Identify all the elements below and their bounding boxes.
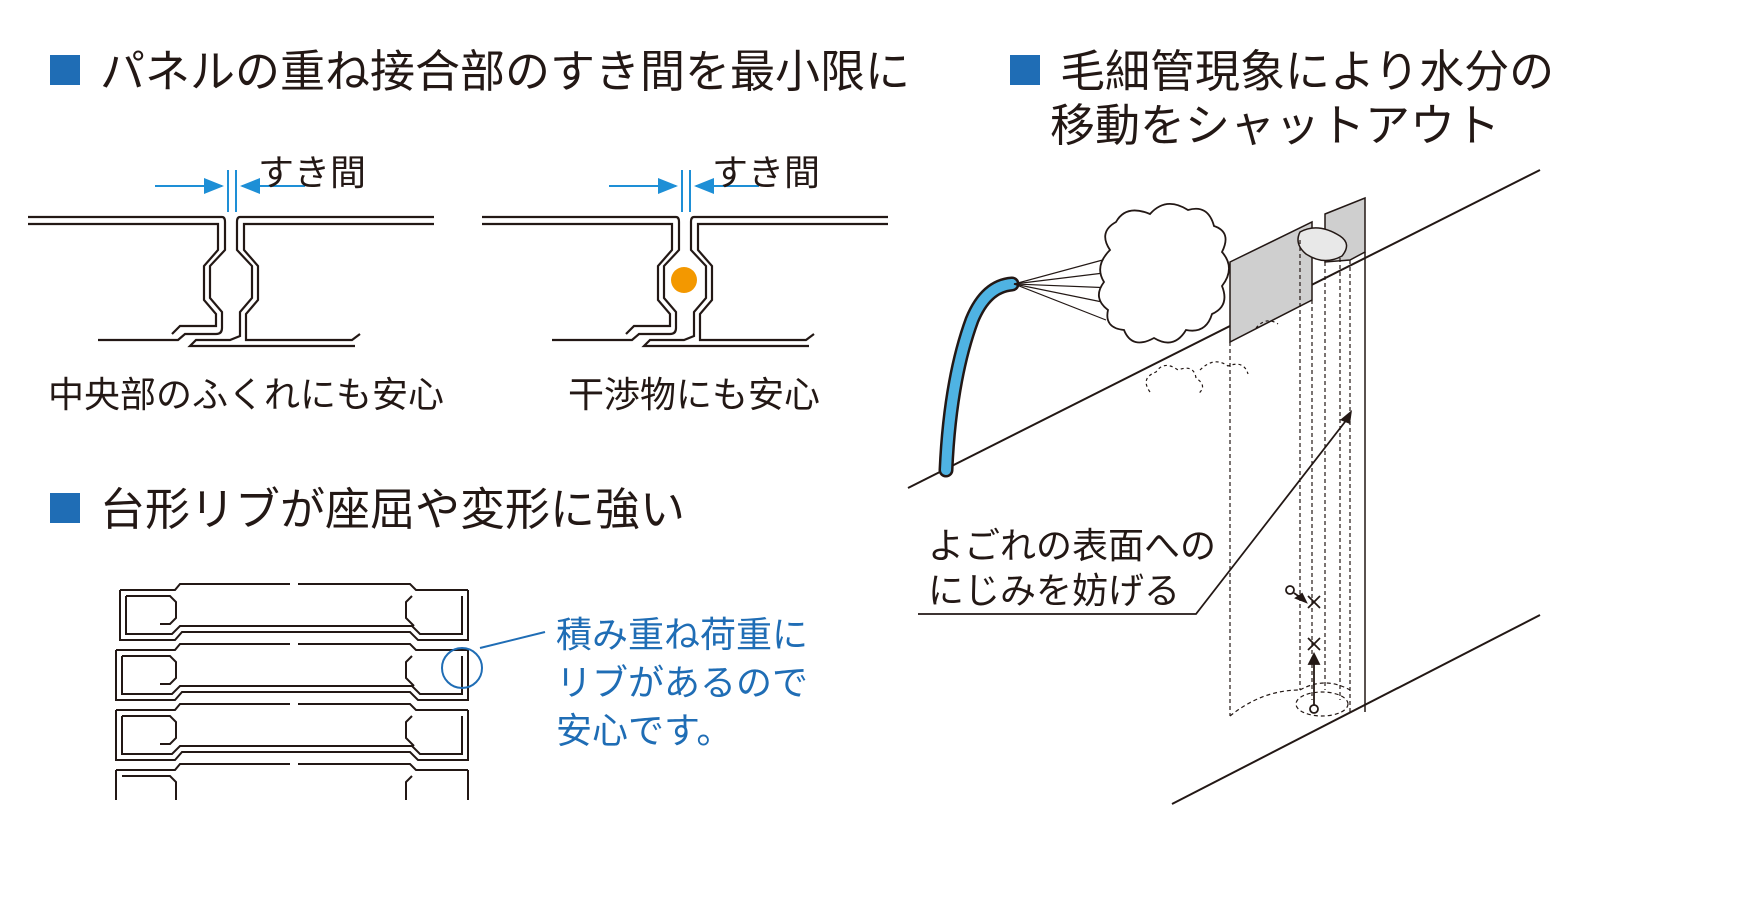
capillary-callout: よごれの表面への にじみを妨げる — [928, 524, 1216, 614]
left-panel-shade — [1229, 220, 1313, 344]
rib-heading-text: 台形リブが座屈や変形に強い — [100, 483, 686, 536]
caption-right: 干渉物にも安心 — [568, 375, 821, 416]
spray-lines-icon — [1013, 257, 1115, 321]
joint-cap — [1297, 227, 1348, 262]
capillary-heading-line2: 移動をシャットアウト — [1050, 99, 1501, 152]
capillary-markers — [1285, 585, 1321, 714]
x-mark-icon — [1307, 637, 1321, 651]
gap-label-left: すき間 — [258, 153, 367, 194]
interference-object-icon — [671, 267, 697, 293]
stacked-panel — [115, 763, 469, 800]
rib-highlight-circle — [441, 647, 483, 689]
splash-cloud-icon — [1098, 203, 1230, 344]
hose-icon — [938, 276, 1020, 478]
joint-heading-text: パネルの重ね接合部のすき間を最小限に — [100, 45, 911, 98]
capillary-callout-line2: にじみを妨げる — [928, 571, 1181, 612]
square-bullet-icon — [1010, 55, 1040, 85]
rib-heading: 台形リブが座屈や変形に強い — [50, 484, 685, 536]
rib-callout: 積み重ね荷重に リブがあるので 安心です。 — [556, 612, 808, 756]
joint-diagram-left — [28, 215, 434, 348]
x-mark-icon — [1307, 595, 1321, 609]
right-panel-shade — [1324, 196, 1366, 263]
stacked-panel — [115, 703, 469, 761]
capillary-callout-line1: よごれの表面への — [928, 526, 1217, 567]
capillary-heading: 毛細管現象により水分の — [1010, 46, 1554, 98]
gap-label-right: すき間 — [712, 153, 821, 194]
stacked-panel — [115, 643, 469, 701]
rib-callout-line2: リブがあるので — [556, 662, 809, 704]
capillary-heading-line1: 毛細管現象により水分の — [1060, 45, 1555, 98]
stacked-panel — [119, 583, 469, 641]
upper-slope-line — [907, 169, 1541, 489]
square-bullet-icon — [50, 55, 80, 85]
joint-heading: パネルの重ね接合部のすき間を最小限に — [50, 46, 910, 98]
rib-callout-leader — [479, 631, 546, 649]
caption-left: 中央部のふくれにも安心 — [48, 375, 445, 416]
rib-callout-line1: 積み重ね荷重に — [556, 615, 809, 656]
rib-callout-line3: 安心です。 — [556, 710, 733, 752]
square-bullet-icon — [50, 493, 80, 523]
lower-slope-line — [1171, 614, 1541, 805]
joint-diagram-right — [482, 215, 888, 348]
